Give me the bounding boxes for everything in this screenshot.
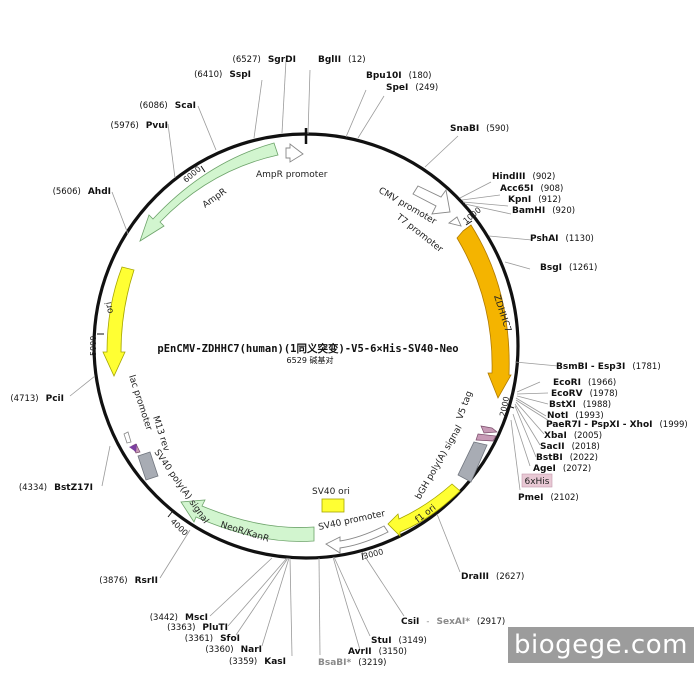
his-tag-feature[interactable] xyxy=(475,433,497,442)
site-sgrdi[interactable]: (6527) SgrDI xyxy=(233,49,296,66)
site-pshai[interactable]: PshAI (1130) xyxy=(530,228,594,245)
site-csii-sexai[interactable]: CsiI - SexAI* (2917) xyxy=(401,611,505,628)
site-ecori[interactable]: EcoRI (1966) xyxy=(553,372,616,389)
plasmid-title: pEnCMV-ZDHHC7(human)(1同义突变)-V5-6×His-SV4… xyxy=(157,342,458,355)
site-pluti[interactable]: (3363) PluTI xyxy=(167,617,228,634)
ampr-promoter-label: AmpR promoter xyxy=(256,170,328,180)
plasmid-length: 6529 碱基对 xyxy=(287,355,334,365)
site-noti[interactable]: NotI (1993) xyxy=(547,405,604,422)
site-bstxi[interactable]: BstXI (1988) xyxy=(549,394,611,411)
tick-mark xyxy=(200,165,206,173)
site-draiii[interactable]: DraIII (2627) xyxy=(461,566,524,583)
ori-feature[interactable] xyxy=(102,266,135,377)
site-spei[interactable]: SpeI (249) xyxy=(386,77,438,94)
lac-operator-mark xyxy=(129,444,137,452)
site-snabi[interactable]: SnaBI (590) xyxy=(450,118,509,135)
site-leader-lines xyxy=(69,59,559,657)
site-paer7i-pspxi-xhoi[interactable]: PaeR7I - PspXI - XhoI (1999) xyxy=(546,414,688,431)
tick-5000: 5000 xyxy=(89,336,98,356)
site-sspi[interactable]: (6410) SspI xyxy=(194,64,251,81)
lac-promoter-feature[interactable] xyxy=(123,431,132,444)
t7-promoter-feature[interactable] xyxy=(447,216,462,227)
site-bstbi[interactable]: BstBI (2022) xyxy=(536,447,598,464)
ampr-feature[interactable] xyxy=(139,142,279,242)
site-pcii[interactable]: (4713) PciI xyxy=(10,388,64,405)
site-bpu10i[interactable]: Bpu10I (180) xyxy=(366,65,431,82)
site-rsrii[interactable]: (3876) RsrII xyxy=(99,570,158,587)
site-acc65i[interactable]: Acc65I (908) xyxy=(500,178,563,195)
site-scai[interactable]: (6086) ScaI xyxy=(139,95,196,112)
sv40-polya-feature[interactable] xyxy=(137,451,159,481)
site-bsmbi-esp3i[interactable]: BsmBI - Esp3I (1781) xyxy=(556,356,661,373)
watermark-badge: biogege.com xyxy=(508,627,694,663)
site-xbai[interactable]: XbaI (2005) xyxy=(544,425,602,442)
sv40-ori-label: SV40 ori xyxy=(312,487,350,497)
site-hindiii[interactable]: HindIII (902) xyxy=(492,166,555,183)
his-tag-label: 6xHis xyxy=(524,477,549,487)
site-ahdi[interactable]: (5606) AhdI xyxy=(53,181,111,198)
sv40-ori-feature[interactable] xyxy=(321,498,345,513)
site-avrii[interactable]: AvrII (3150) xyxy=(348,641,407,658)
ampr-label: AmpR xyxy=(201,187,229,211)
site-sfoi[interactable]: (3361) SfoI xyxy=(185,628,240,645)
lac-promoter-label: lac promoter xyxy=(126,374,153,432)
site-nari[interactable]: (3360) NarI xyxy=(205,639,262,656)
site-ecorv[interactable]: EcoRV (1978) xyxy=(551,383,618,400)
site-pmei[interactable]: PmeI (2102) xyxy=(518,487,579,504)
site-msci[interactable]: (3442) MscI xyxy=(150,607,208,624)
site-bsgi[interactable]: BsgI (1261) xyxy=(540,257,597,274)
site-kasi[interactable]: (3359) KasI xyxy=(229,651,286,668)
site-kpni[interactable]: KpnI (912) xyxy=(508,189,561,206)
tick-mark xyxy=(167,511,173,518)
site-bstz17i[interactable]: (4334) BstZ17I xyxy=(19,477,93,494)
sv40-polya-label: SV40 poly(A) signal xyxy=(152,448,211,526)
site-bglii[interactable]: BglII (12) xyxy=(318,49,366,66)
tick-mark xyxy=(465,220,473,226)
bgh-polya-feature[interactable] xyxy=(457,441,488,483)
m13-rev-label: M13 rev xyxy=(150,415,171,453)
ori-label: ori xyxy=(104,301,116,314)
site-bsabi[interactable]: BsaBI* (3219) xyxy=(318,652,386,669)
site-stui[interactable]: StuI (3149) xyxy=(371,630,427,647)
v5-tag-label: V5 tag xyxy=(455,390,474,421)
ampr-promoter-feature[interactable] xyxy=(285,143,304,163)
his-tag-badge xyxy=(521,473,553,488)
tick-mark xyxy=(507,405,515,409)
site-bamhi[interactable]: BamHI (920) xyxy=(512,200,575,217)
tick-2000: 2000 xyxy=(498,396,511,418)
zdhhc7-feature[interactable] xyxy=(456,224,512,399)
site-agei[interactable]: AgeI (2072) xyxy=(533,458,591,475)
f1-ori-feature[interactable] xyxy=(387,483,461,537)
tick-mark xyxy=(361,552,364,561)
site-sacii[interactable]: SacII (2018) xyxy=(540,436,600,453)
neor-kanr-feature[interactable] xyxy=(180,499,315,542)
cmv-promoter-feature[interactable] xyxy=(412,185,451,215)
site-pvui[interactable]: (5976) PvuI xyxy=(111,115,168,132)
v5-tag-feature[interactable] xyxy=(480,425,498,434)
sv40-promoter-feature[interactable] xyxy=(325,525,389,554)
